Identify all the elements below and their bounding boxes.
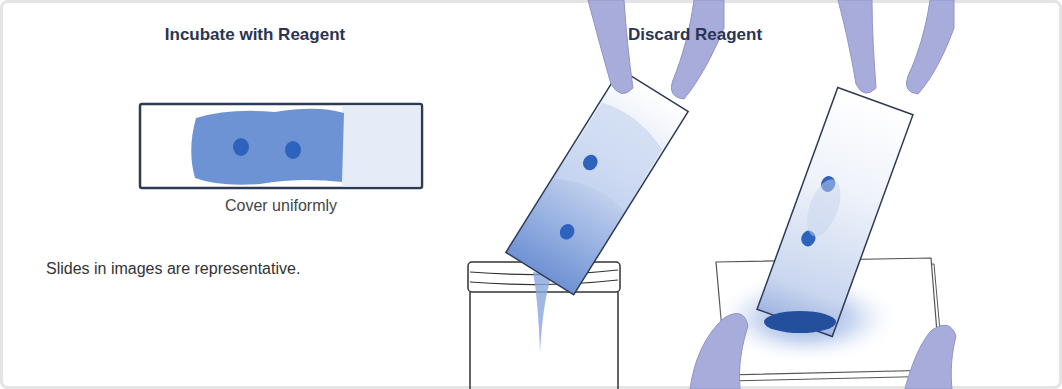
reagent-film xyxy=(554,99,668,219)
tissue xyxy=(233,138,249,156)
waste-jar xyxy=(468,262,620,389)
reagent-film xyxy=(800,175,847,241)
tissue xyxy=(285,141,301,159)
footnote: Slides in images are representative. xyxy=(46,259,300,278)
tissue xyxy=(580,152,600,173)
step-heading: Discard Reagent xyxy=(628,25,762,45)
slide xyxy=(757,87,913,336)
slide-label-area xyxy=(342,106,421,187)
glove-finger xyxy=(838,0,876,93)
reagent-pool xyxy=(764,311,836,333)
caption-note: Cover uniformly xyxy=(225,196,337,215)
slide-covered xyxy=(140,104,422,188)
slide-draining xyxy=(506,69,688,295)
reagent xyxy=(191,109,344,185)
slide-blotting xyxy=(757,87,913,336)
step-heading: Incubate with Reagent xyxy=(165,25,345,45)
glove-finger xyxy=(906,0,954,94)
slide xyxy=(506,69,688,295)
tissue xyxy=(557,221,577,242)
slide xyxy=(140,104,422,188)
glove-finger xyxy=(588,0,633,94)
glove-finger xyxy=(671,0,724,99)
reagent-drip xyxy=(533,272,552,352)
glove-hand xyxy=(905,325,956,389)
glove-hand xyxy=(690,314,748,389)
